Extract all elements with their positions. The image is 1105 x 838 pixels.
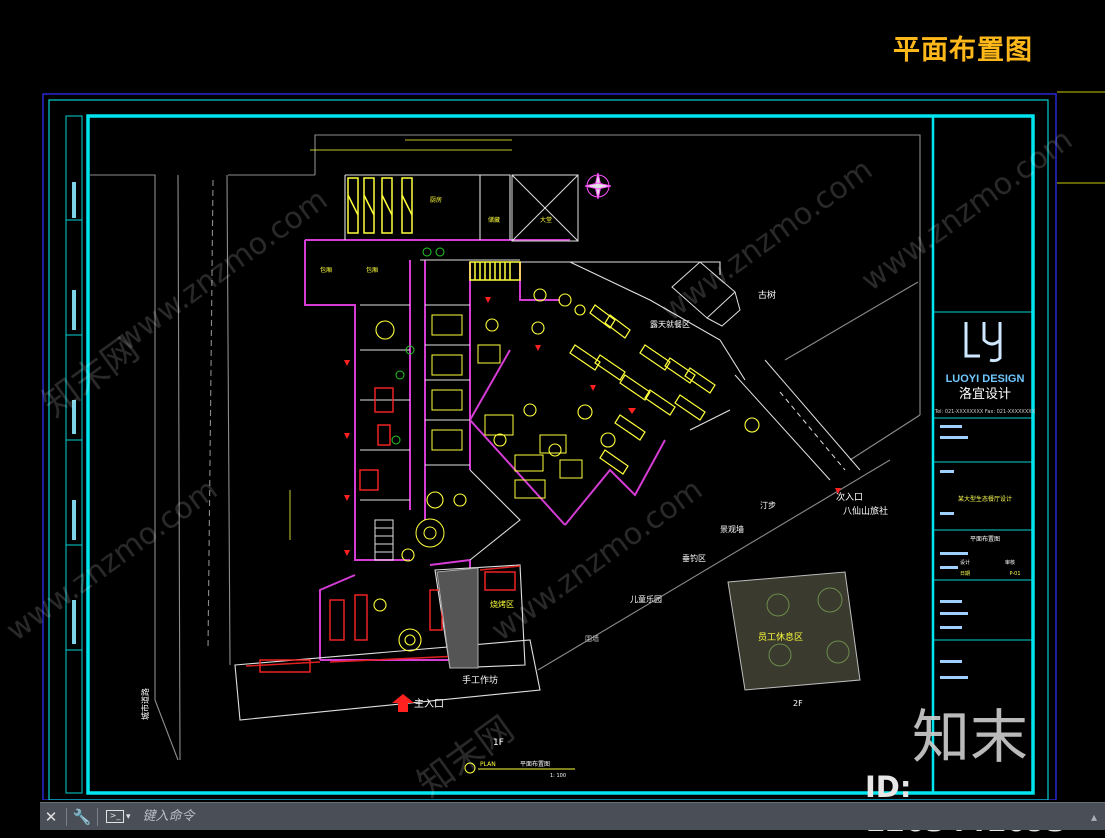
label-kids: 儿童乐园: [630, 594, 662, 604]
interior-walls: [234, 174, 746, 721]
plan-caption-cn: 平面布置图: [520, 760, 550, 768]
label-room-b: 包厢: [366, 266, 378, 274]
building-walls: [304, 239, 666, 661]
left-strip-labels: [72, 182, 76, 644]
wrench-icon[interactable]: 🔧: [72, 807, 92, 826]
checker-label: 审核: [1005, 559, 1015, 566]
label-main-entrance: 主入口: [414, 698, 444, 710]
label-upper-floor: 员工休息区: [758, 631, 803, 643]
label-level-1f: 1F: [493, 738, 504, 748]
terminal-icon: >_: [106, 810, 124, 823]
title-block-text-bars: [940, 425, 968, 679]
page-title: 平面布置图: [893, 35, 1033, 66]
label-kitchen: 厨房: [430, 196, 442, 204]
brand-en: LUOYI DESIGN: [946, 373, 1025, 385]
plan-caption-en: PLAN: [480, 761, 496, 768]
drawing-labels: 城市道路 主入口 次入口 八仙山旅社 古树 露天就餐区 汀步 景观墙 垂钓区 儿…: [140, 196, 888, 748]
luoyi-logo-mark: [964, 322, 1002, 363]
left-strip-box: [65, 115, 83, 794]
chevron-down-icon: ▾: [126, 811, 131, 822]
stair-box: [511, 174, 579, 242]
date-label: 日期: [960, 571, 970, 577]
green-plants: [391, 247, 445, 445]
cad-drawing-canvas[interactable]: LUOYI DESIGN 洛宜设计 Tel: 021-XXXXXXXX Fax:…: [0, 0, 1105, 800]
label-lobby: 大堂: [540, 216, 552, 224]
command-prompt-menu[interactable]: >_ ▾: [106, 810, 131, 823]
label-ancient-tree: 古树: [758, 289, 776, 301]
command-bar-divider: [66, 807, 67, 826]
label-level-2f: 2F: [793, 699, 803, 708]
label-landscape-wall: 景观墙: [720, 524, 744, 534]
outdoor-tables: [569, 304, 716, 475]
command-input[interactable]: [140, 805, 1083, 828]
outer-frame-cyan: [48, 99, 1049, 800]
booth-tables: [431, 314, 583, 499]
label-storage: 储藏: [488, 216, 500, 224]
label-fishing: 垂钓区: [682, 553, 706, 563]
red-arrows: [344, 297, 841, 712]
corner-logo: 知末: [912, 703, 1029, 771]
left-strip-ticks: [66, 219, 82, 651]
command-bar-divider: [97, 807, 98, 826]
label-road-west: 城市道路: [140, 688, 150, 720]
designer-label: 设计: [960, 559, 970, 566]
label-mountain-road: 八仙山旅社: [843, 505, 888, 517]
label-boundary: 围墙: [585, 634, 599, 643]
yellow-shelving: [347, 177, 521, 281]
sheet-number: P-01: [1009, 571, 1020, 577]
project-name: 某大型生态餐厅设计: [958, 495, 1012, 503]
brand-cn: 洛宜设计: [959, 387, 1011, 402]
plan-scale: 1: 100: [550, 773, 566, 779]
label-stepping: 汀步: [760, 501, 776, 510]
dimension-lines: [289, 139, 512, 540]
brand-contact: Tel: 021-XXXXXXXX Fax: 021-XXXXXXXX: [934, 409, 1036, 415]
lobby-feature: [415, 518, 445, 548]
round-tables: [373, 288, 760, 652]
north-arrow-icon: [584, 172, 612, 200]
entrance-road: [734, 359, 861, 481]
label-secondary-entrance: 次入口: [836, 491, 863, 503]
inner-frame-thick: [86, 114, 1035, 795]
label-craft: 手工作坊: [462, 674, 498, 686]
truck: [671, 261, 741, 327]
command-bar: ✕ 🔧 >_ ▾ ▴: [40, 802, 1105, 830]
plan-caption: PLAN 平面布置图 1: 100: [464, 760, 575, 779]
grey-hatch-area: [436, 567, 479, 669]
label-bbq: 烧烤区: [490, 599, 514, 609]
outer-frame-blue: [42, 93, 1057, 800]
upper-floor-block: [727, 571, 861, 691]
label-room-a: 包厢: [320, 266, 332, 274]
command-bar-end: ▴: [1090, 809, 1098, 824]
close-icon[interactable]: ✕: [44, 807, 58, 826]
drawing-name: 平面布置图: [970, 535, 1000, 543]
stairs: [374, 519, 394, 561]
label-outdoor-dining: 露天就餐区: [650, 319, 690, 329]
red-accent-lines: [245, 565, 521, 667]
